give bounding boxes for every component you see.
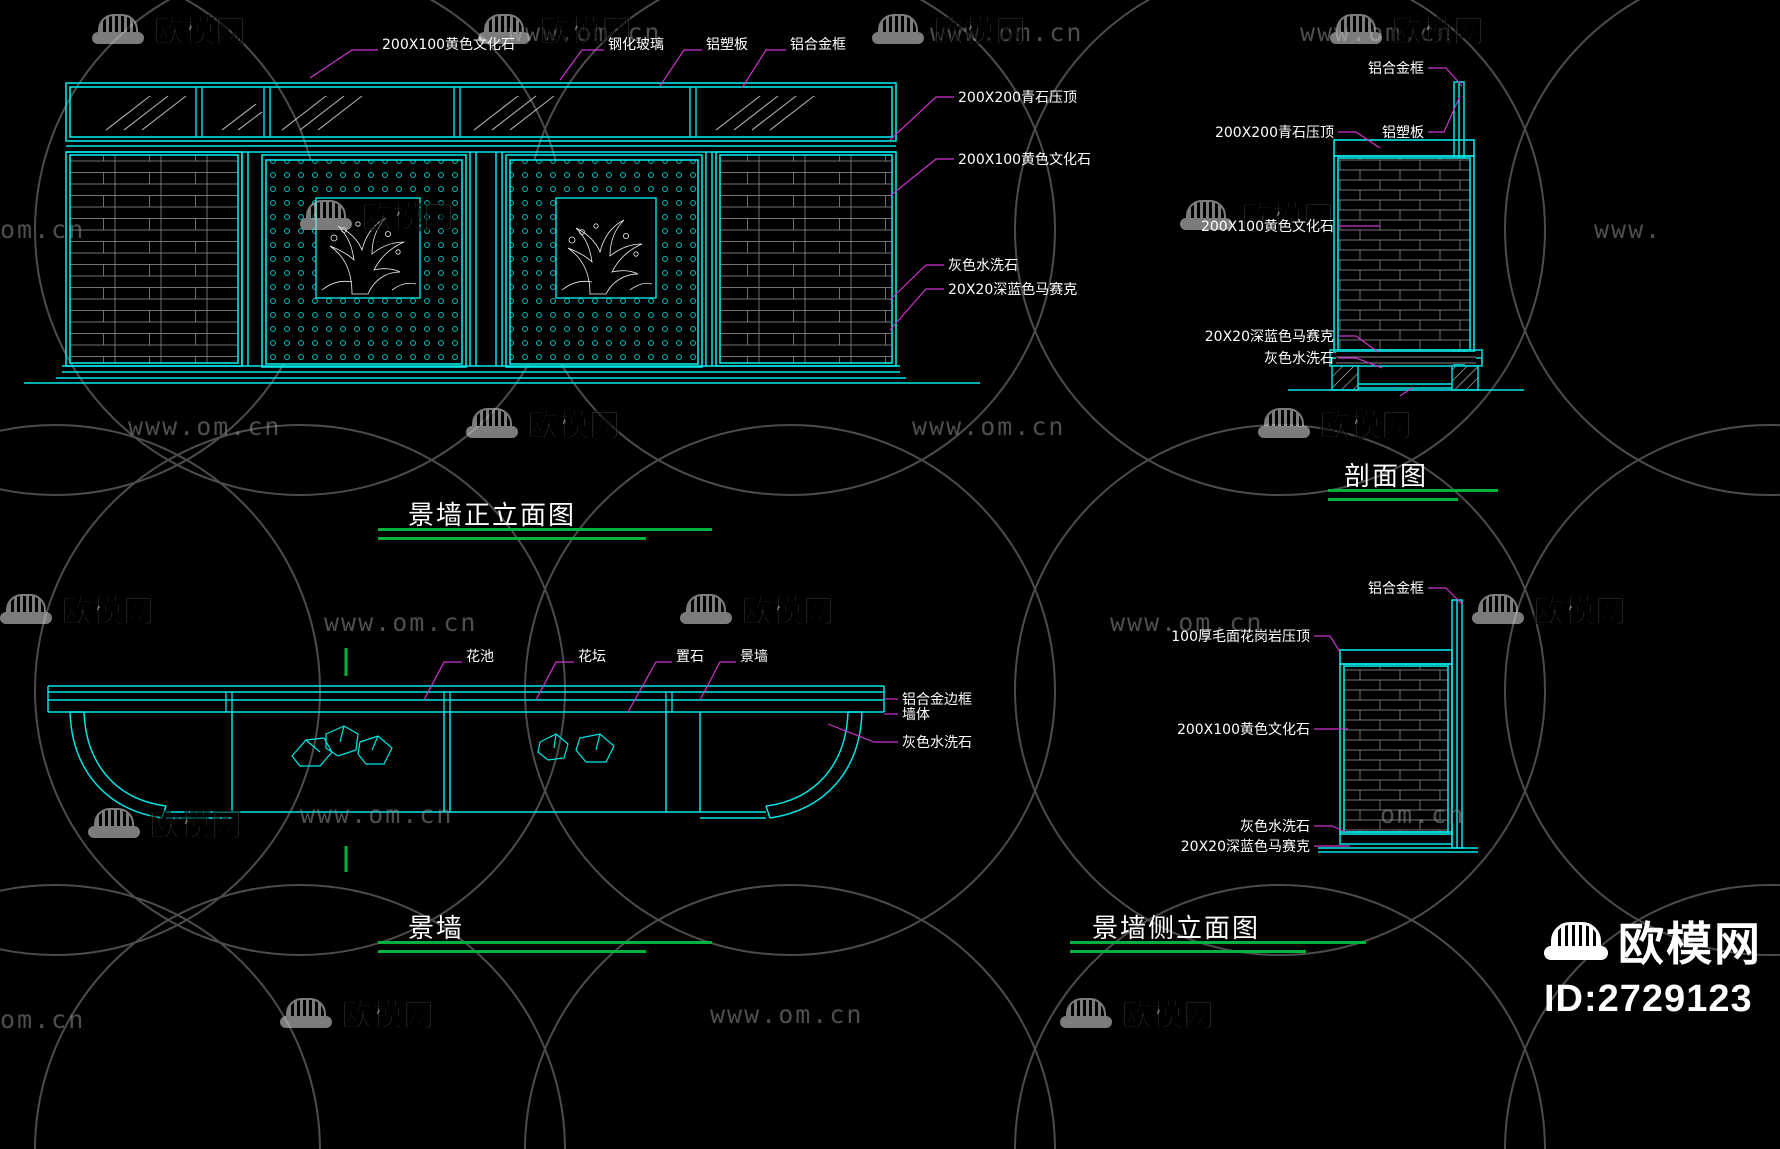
sofa-icon	[1544, 920, 1608, 962]
leader-line	[535, 661, 574, 701]
title-underline	[1070, 941, 1366, 944]
view-title-front-elevation: 景墙正立面图	[408, 501, 577, 531]
title-underline	[1328, 498, 1458, 501]
annotation-label: 铝合金边框	[902, 692, 972, 708]
annotation-label: 灰色水洗石	[1240, 819, 1310, 835]
view-title-plan: 景墙	[408, 914, 465, 944]
leader-line	[1338, 335, 1379, 353]
view-side-elevation	[1318, 599, 1478, 853]
annotation-label: 200X200青石压顶	[1214, 125, 1334, 141]
leader-line	[1428, 95, 1461, 133]
title-underline	[1070, 950, 1306, 953]
annotation-label: 200X100黄色文化石	[1200, 219, 1334, 235]
title-underline	[378, 528, 712, 531]
leader-line	[423, 661, 462, 701]
view-title-section: 剖面图	[1344, 462, 1429, 492]
annotation-label: 花坛	[578, 649, 606, 665]
leader-line	[889, 288, 944, 331]
annotation-label: 200X100黄色文化石	[1176, 722, 1310, 738]
brand-name: 欧模网	[1618, 917, 1762, 971]
leader-line	[889, 96, 954, 141]
leader-line	[1314, 635, 1341, 653]
annotation-label: 灰色水洗石	[1264, 351, 1334, 367]
annotation-label: 200X100黄色文化石	[382, 37, 516, 53]
annotation-label: 铝合金框	[1368, 581, 1424, 597]
annotation-label: 铝塑板	[1382, 125, 1424, 141]
title-underline	[378, 941, 712, 944]
leader-line	[1428, 587, 1463, 605]
annotation-label: 200X200青石压顶	[958, 90, 1078, 106]
leader-line	[699, 661, 736, 701]
view-title-side-elevation: 景墙侧立面图	[1092, 914, 1261, 944]
annotation-leader-lines	[309, 49, 1463, 847]
title-underline	[1328, 489, 1498, 492]
annotation-label: 铝合金框	[1368, 61, 1424, 77]
leader-line	[827, 723, 898, 743]
view-plan	[47, 648, 885, 872]
title-underline	[378, 537, 646, 540]
view-front-elevation	[24, 82, 980, 384]
sheet-id-watermark: 欧模网 ID:2729123	[1544, 908, 1762, 1021]
annotation-label: 灰色水洗石	[902, 735, 972, 751]
leader-line	[1428, 67, 1463, 87]
title-underline	[378, 950, 646, 953]
leader-line	[1314, 825, 1347, 833]
sheet-id-text: ID:2729123	[1544, 978, 1753, 1020]
annotation-label: 20X20深蓝色马赛克	[948, 282, 1078, 298]
leader-line	[889, 158, 954, 197]
leader-line	[627, 661, 672, 713]
annotation-label: 钢化玻璃	[608, 37, 664, 53]
annotation-label: 20X20深蓝色马赛克	[1180, 839, 1310, 855]
annotation-label: 花池	[466, 649, 494, 665]
view-section	[1288, 81, 1524, 397]
annotation-label: 灰色水洗石	[948, 258, 1018, 274]
annotation-label: 置石	[676, 649, 704, 665]
annotation-label: 100厚毛面花岗岩压顶	[1171, 629, 1310, 645]
leader-line	[889, 264, 944, 301]
leader-line	[659, 49, 702, 87]
leader-line	[559, 49, 604, 81]
annotation-label: 铝塑板	[706, 37, 748, 53]
annotation-label: 20X20深蓝色马赛克	[1204, 329, 1334, 345]
annotation-label: 景墙	[740, 649, 768, 665]
leader-line	[309, 49, 378, 79]
leader-line	[1338, 357, 1383, 369]
brand-logo: 欧模网	[1544, 908, 1762, 974]
annotation-label: 铝合金框	[790, 37, 846, 53]
leader-line	[741, 49, 786, 89]
annotation-label: 墙体	[902, 707, 930, 723]
annotation-label: 200X100黄色文化石	[958, 152, 1092, 168]
leader-line	[1338, 131, 1381, 149]
